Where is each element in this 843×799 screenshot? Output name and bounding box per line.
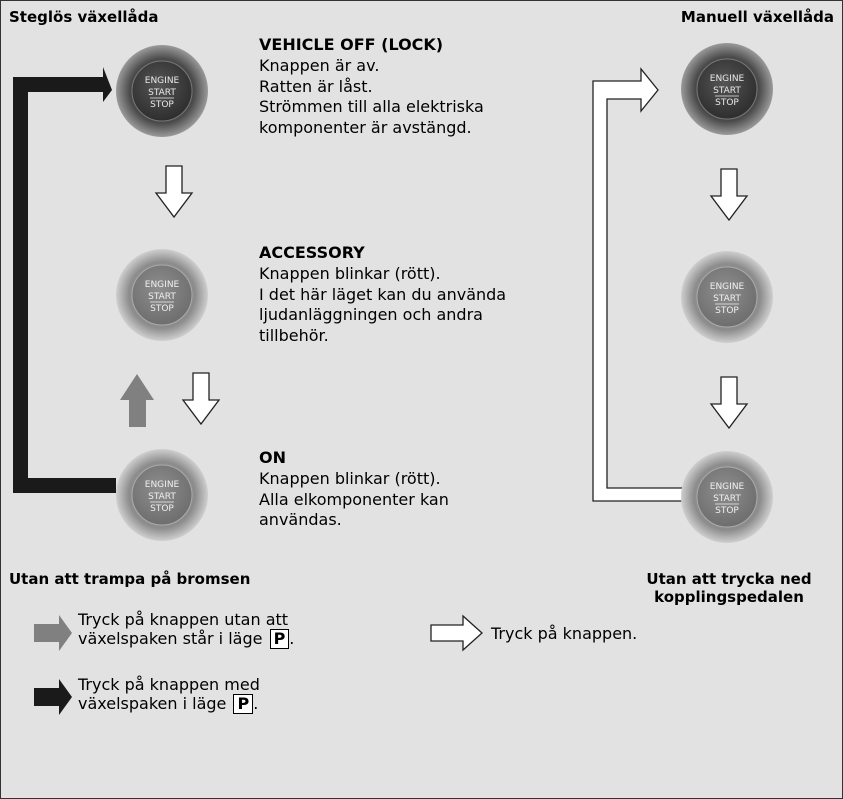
legend-black-line1: Tryck på knappen med: [78, 675, 260, 694]
state-line: tillbehör.: [259, 325, 329, 345]
header-left: Steglös växellåda: [9, 8, 159, 26]
state-title: ON: [259, 448, 286, 467]
svg-text:ENGINE: ENGINE: [710, 74, 745, 84]
legend-white-text: Tryck på knappen.: [491, 624, 638, 643]
state-line: Ratten är låst.: [259, 76, 373, 96]
svg-text:ENGINE: ENGINE: [145, 480, 180, 490]
gear-p-box: P: [269, 629, 290, 649]
engine-button-off: ENGINE START STOP: [116, 45, 208, 137]
svg-text:STOP: STOP: [715, 98, 739, 108]
legend-gray-text: växelspaken står i läge: [78, 629, 263, 648]
svg-text:STOP: STOP: [150, 304, 174, 314]
state-line: Strömmen till alla elektriska: [259, 97, 484, 116]
state-title: VEHICLE OFF (LOCK): [259, 35, 444, 54]
svg-text:START: START: [148, 88, 176, 98]
legend-black-line2: växelspaken i läge P.: [78, 694, 259, 714]
state-on: ON Knappen blinkar (rött). Alla elkompon…: [259, 447, 449, 531]
legend-black: Tryck på knappen med växelspaken i läge …: [78, 676, 260, 714]
state-line: I det här läget kan du använda: [259, 284, 507, 304]
caption-right-line2: kopplingspedalen: [654, 588, 804, 606]
svg-text:STOP: STOP: [715, 306, 739, 316]
svg-text:ENGINE: ENGINE: [145, 280, 180, 290]
legend-gray: Tryck på knappen utan att växelspaken st…: [78, 611, 294, 649]
svg-text:START: START: [713, 86, 741, 96]
svg-text:START: START: [148, 492, 176, 502]
legend-gray-line1: Tryck på knappen utan att: [78, 610, 289, 629]
state-line: Knappen blinkar (rött).: [259, 469, 441, 488]
state-line: Alla elkomponenter kan: [259, 489, 449, 509]
svg-text:ENGINE: ENGINE: [710, 282, 745, 292]
svg-text:START: START: [148, 292, 176, 302]
caption-left: Utan att trampa på bromsen: [9, 570, 251, 588]
header-right: Manuell växellåda: [680, 8, 834, 26]
caption-right: Utan att trycka ned kopplingspedalen: [629, 570, 829, 606]
svg-text:START: START: [713, 294, 741, 304]
svg-text:STOP: STOP: [715, 506, 739, 516]
down-arrow-off-to-accessory: [154, 165, 194, 219]
state-vehicle-off: VEHICLE OFF (LOCK) Knappen är av. Ratten…: [259, 34, 484, 138]
state-line: Knappen blinkar (rött).: [259, 264, 441, 283]
state-line: Knappen är av.: [259, 56, 380, 75]
legend-gray-arrow-icon: [34, 615, 72, 651]
caption-right-line1: Utan att trycka ned: [646, 570, 812, 588]
svg-text:ENGINE: ENGINE: [145, 76, 180, 86]
svg-text:START: START: [713, 494, 741, 504]
engine-button-right-on: ENGINE START STOP: [681, 451, 773, 543]
svg-text:ENGINE: ENGINE: [710, 482, 745, 492]
white-loop-arrow: [592, 67, 684, 502]
state-line: komponenter är avstängd.: [259, 117, 472, 137]
gray-up-arrow-on-to-accessory: [120, 374, 154, 427]
legend-black-text: växelspaken i läge: [78, 694, 227, 713]
state-line: ljudanläggningen och andra: [259, 305, 483, 324]
engine-button-on: ENGINE START STOP: [116, 449, 208, 541]
legend-gray-line2: växelspaken står i läge P.: [78, 629, 295, 649]
down-arrow-accessory-to-on: [181, 372, 221, 426]
legend-black-arrow-icon: [34, 679, 72, 715]
state-title: ACCESSORY: [259, 243, 365, 262]
state-accessory: ACCESSORY Knappen blinkar (rött). I det …: [259, 242, 506, 346]
state-line: användas.: [259, 510, 342, 529]
black-loop-arrow: [13, 67, 116, 493]
engine-button-right-accessory: ENGINE START STOP: [681, 251, 773, 343]
down-arrow-right-1: [709, 168, 749, 222]
svg-text:STOP: STOP: [150, 504, 174, 514]
legend-white-arrow-icon: [430, 614, 483, 652]
svg-text:STOP: STOP: [150, 100, 174, 110]
down-arrow-right-2: [709, 376, 749, 430]
engine-button-right-off: ENGINE START STOP: [681, 43, 773, 135]
gear-p-box: P: [233, 694, 254, 714]
engine-button-accessory: ENGINE START STOP: [116, 249, 208, 341]
